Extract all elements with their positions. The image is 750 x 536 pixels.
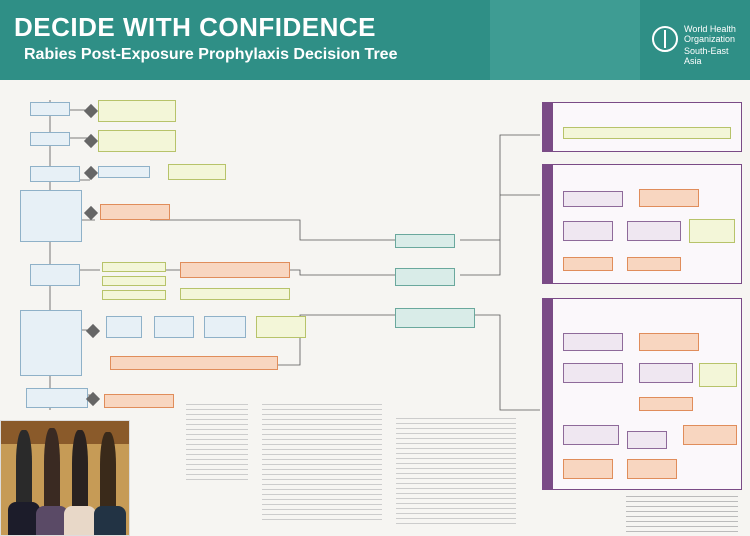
who-emblem-icon (652, 26, 678, 52)
action-box (639, 333, 699, 351)
outcome-box (689, 219, 735, 243)
outcome-box (102, 276, 166, 286)
question-box (98, 166, 150, 178)
outcome-box (102, 290, 166, 300)
question-box (563, 425, 619, 445)
action-box (104, 394, 174, 408)
who-region: South-East Asia (684, 46, 729, 66)
question-box (627, 431, 667, 449)
footnotes-column-2 (262, 400, 382, 520)
category-2-panel (542, 164, 742, 284)
who-name-line2: Organization (684, 34, 736, 44)
action-box (627, 257, 681, 271)
exposure-box (395, 234, 455, 248)
question-box (563, 221, 613, 241)
person-body (94, 506, 126, 536)
person-body (64, 506, 96, 536)
person-body (36, 506, 68, 536)
action-box (180, 262, 290, 278)
person-head (16, 430, 32, 510)
outcome-box (102, 262, 166, 272)
action-box (639, 189, 699, 207)
question-box (20, 190, 82, 242)
action-box (627, 459, 677, 479)
category-3-panel (542, 298, 742, 490)
who-logo: World Health Organization South-East Asi… (652, 24, 746, 66)
category-3-bar (543, 299, 553, 489)
footnotes-column-3 (396, 414, 516, 526)
action-box (683, 425, 737, 445)
exposure-box (395, 308, 475, 328)
question-box (20, 310, 82, 376)
outcome-box (180, 288, 290, 300)
question-box (627, 221, 681, 241)
outcome-box (168, 164, 226, 180)
question-box (30, 132, 70, 146)
action-box (100, 204, 170, 220)
outcome-box (256, 316, 306, 338)
question-box (30, 264, 80, 286)
action-box (563, 459, 613, 479)
question-box (204, 316, 246, 338)
poster-subtitle: Rabies Post-Exposure Prophylaxis Decisio… (24, 46, 398, 63)
question-box (30, 102, 70, 116)
action-box (639, 397, 693, 411)
question-box (30, 166, 80, 182)
outcome-box (563, 127, 731, 139)
outcome-box (98, 130, 176, 152)
category-1-bar (543, 103, 553, 151)
poster-title: DECIDE WITH CONFIDENCE (14, 12, 376, 42)
person-head (100, 432, 116, 514)
action-box (110, 356, 278, 370)
footnotes-column-1 (186, 400, 248, 484)
category-2-bar (543, 165, 553, 283)
question-box (106, 316, 142, 338)
vaccination-photo (490, 0, 640, 80)
inset-border (0, 420, 130, 536)
person-head (72, 430, 88, 514)
question-box (639, 363, 693, 383)
outcome-box (699, 363, 737, 387)
question-box (563, 363, 623, 383)
decision-tree (0, 80, 750, 536)
header-banner: DECIDE WITH CONFIDENCE Rabies Post-Expos… (0, 0, 750, 80)
event-photo-inset (0, 420, 130, 536)
person-body (8, 502, 40, 536)
category-1-panel (542, 102, 742, 152)
outcome-box (98, 100, 176, 122)
question-box (26, 388, 88, 408)
question-box (563, 191, 623, 207)
legend (626, 492, 738, 532)
person-head (44, 428, 60, 514)
question-box (563, 333, 623, 351)
question-box (154, 316, 194, 338)
who-name-line1: World Health (684, 24, 736, 34)
action-box (563, 257, 613, 271)
exposure-box (395, 268, 455, 286)
